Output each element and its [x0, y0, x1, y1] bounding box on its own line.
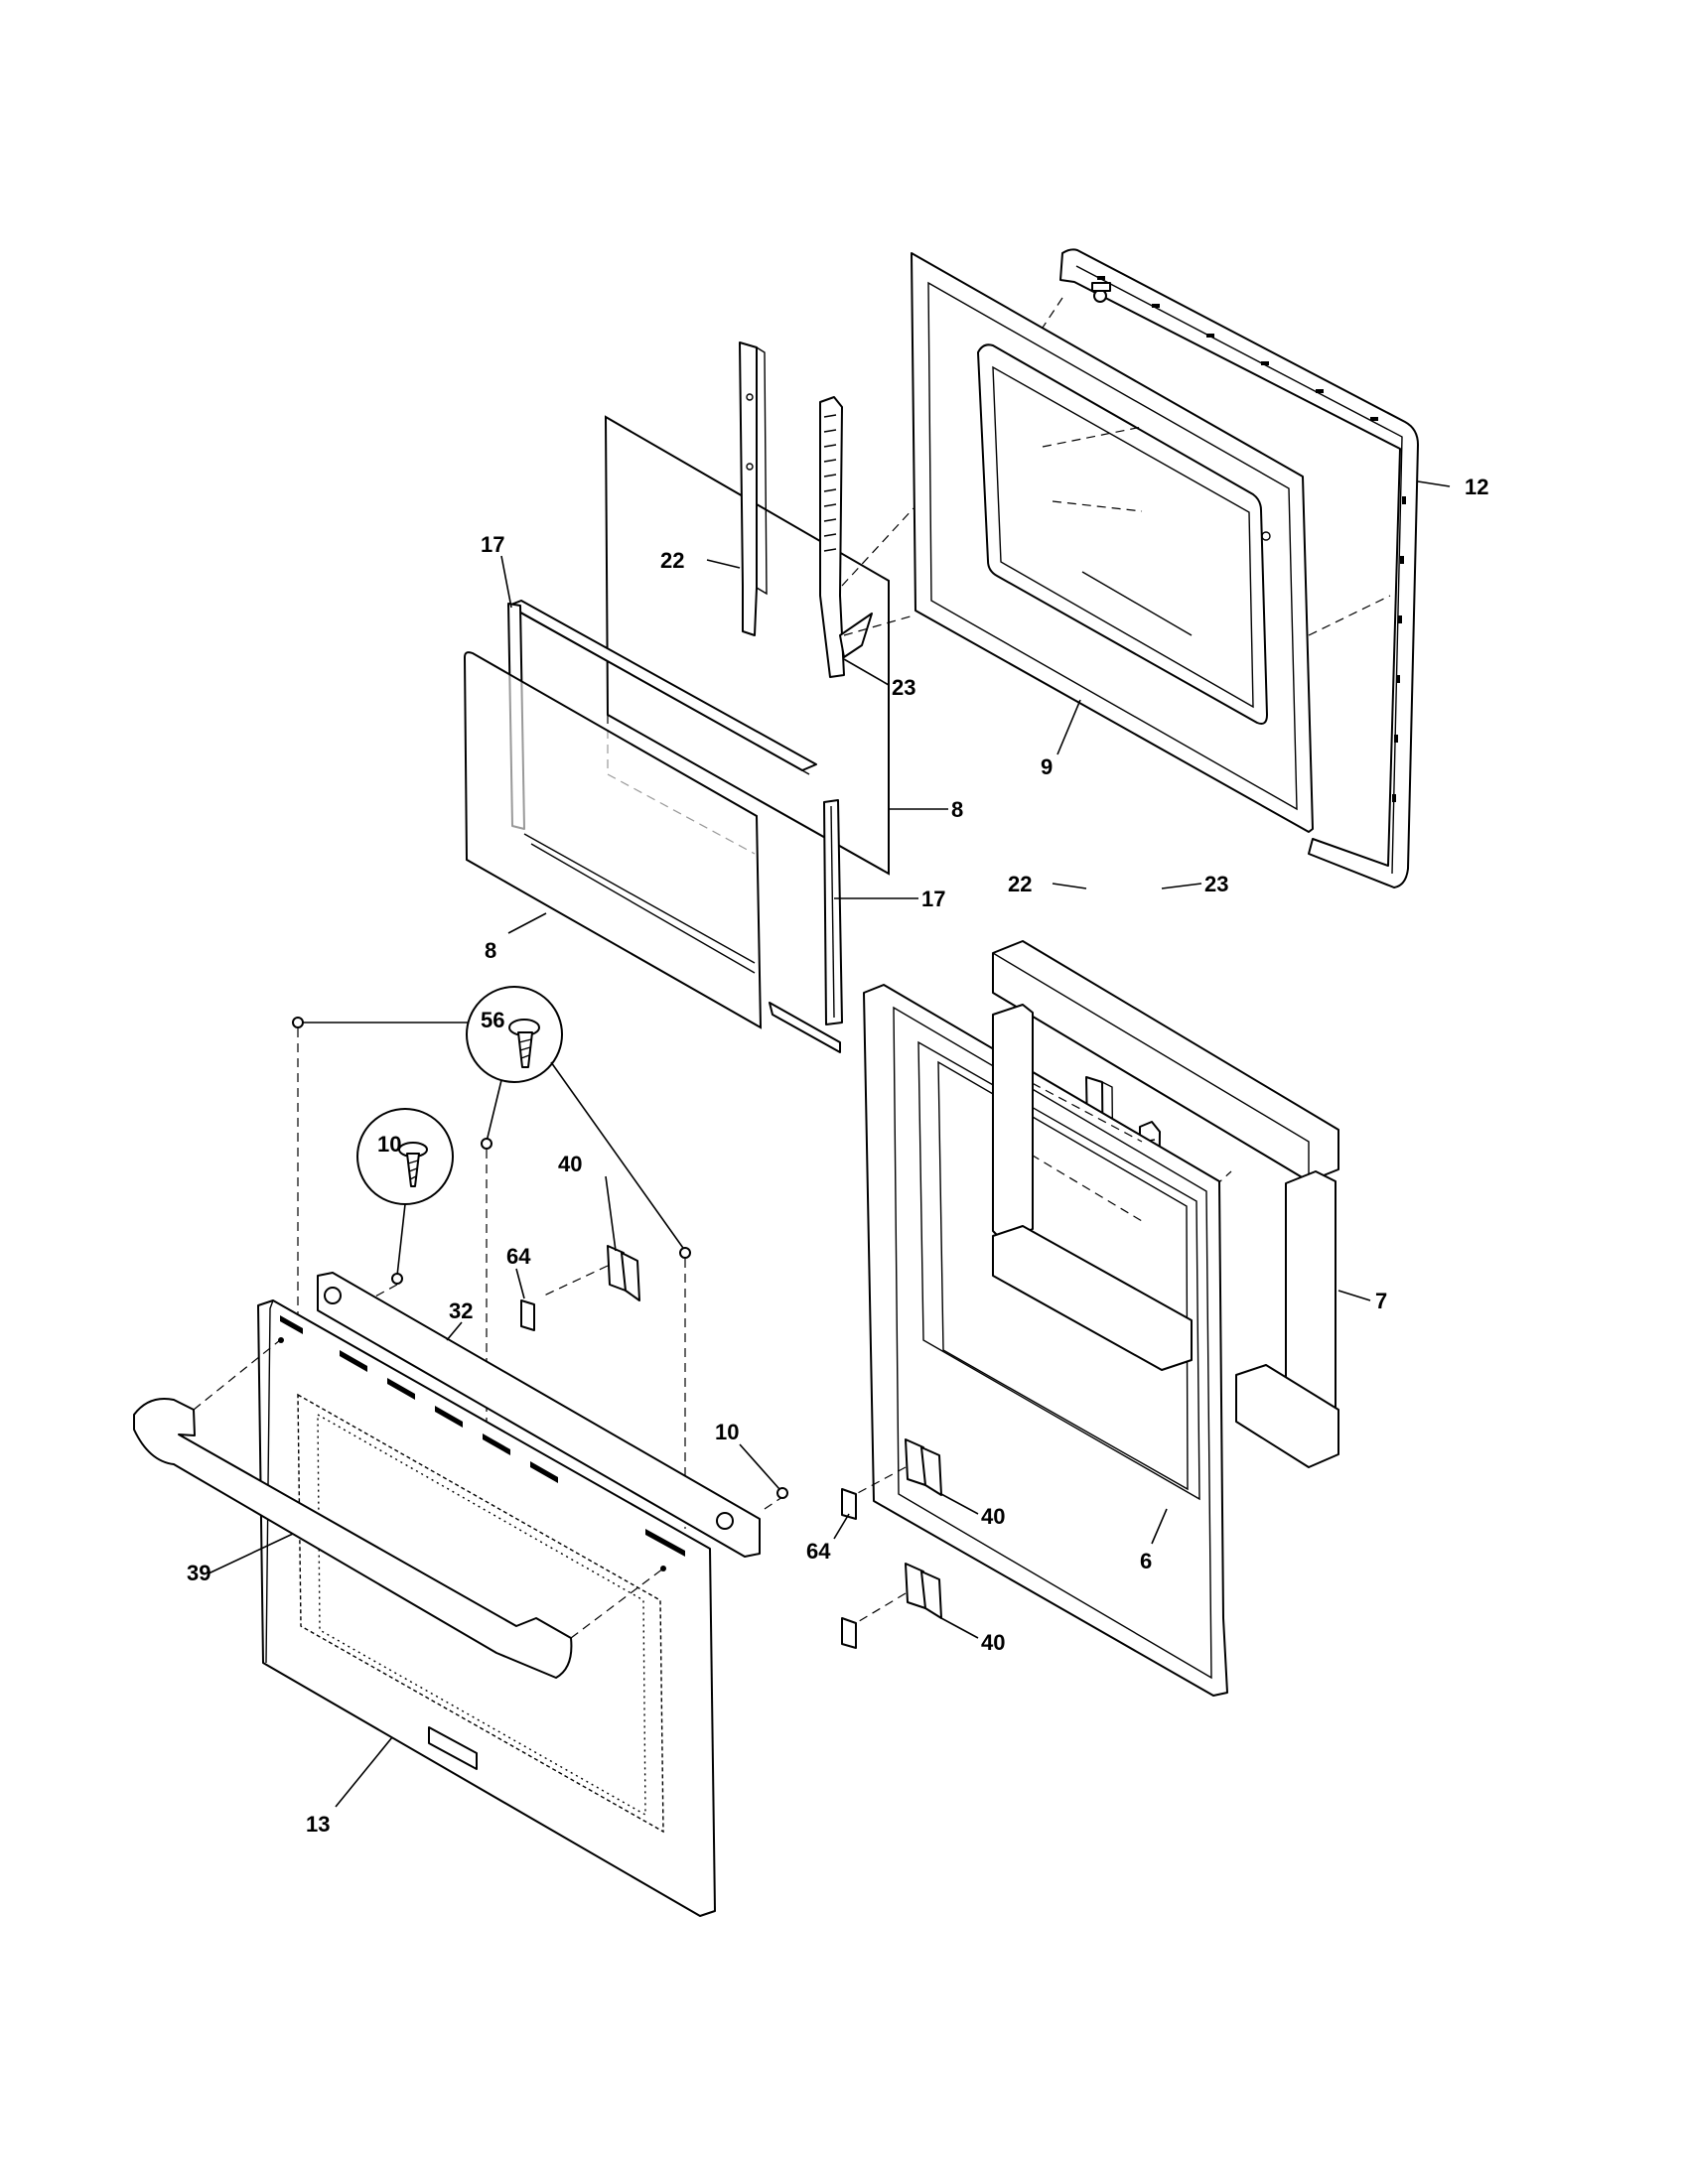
label-40-middle: 40 [981, 1504, 1005, 1529]
label-40-upper: 40 [558, 1152, 582, 1176]
leader-lines [208, 480, 1451, 1808]
label-13: 13 [306, 1812, 330, 1837]
label-64-lower: 64 [806, 1539, 831, 1564]
label-7: 7 [1375, 1289, 1387, 1313]
label-64-upper: 64 [506, 1244, 531, 1269]
part-10-screw-callout [349, 1108, 454, 1311]
part-9-door-liner [911, 252, 1314, 833]
part-64-pad-lower [841, 1617, 857, 1649]
part-64-pad-middle [841, 1488, 857, 1520]
label-8-rear: 8 [951, 797, 963, 822]
part-56-screw-callout [292, 986, 691, 1529]
label-22-upper: 22 [660, 548, 684, 573]
part-6-inner-door-panel [863, 984, 1228, 1697]
label-56: 56 [481, 1008, 504, 1032]
label-39: 39 [187, 1561, 211, 1585]
label-10-lower: 10 [715, 1420, 739, 1444]
screw-head-icon [481, 1138, 492, 1150]
label-9: 9 [1041, 754, 1053, 779]
label-32: 32 [449, 1298, 473, 1323]
part-40-clip-upper [543, 1245, 640, 1301]
label-40-lower: 40 [981, 1630, 1005, 1655]
part-17-upper-glass-channel [507, 600, 817, 775]
part-10-screw-lower [776, 1487, 788, 1499]
part-32-vent-trim [317, 1272, 783, 1558]
label-12: 12 [1465, 475, 1488, 499]
label-23-lower: 23 [1204, 872, 1228, 896]
screw-head-icon [679, 1247, 691, 1259]
part-23-hinge-upper [819, 396, 914, 678]
part-labels: 12 22 17 23 9 8 22 23 17 8 56 10 40 64 3… [187, 475, 1488, 1837]
part-39-door-handle [133, 1339, 664, 1679]
label-23-upper: 23 [892, 675, 915, 700]
part-7-insulation [992, 940, 1339, 1468]
label-17-lower: 17 [921, 887, 945, 911]
part-40-clip-lower [855, 1563, 942, 1624]
part-40-clip-middle [855, 1438, 942, 1496]
part-22-hinge-receiver-upper [739, 341, 768, 636]
label-6: 6 [1140, 1549, 1152, 1573]
part-8-front-glass [463, 651, 763, 1029]
screw-head-icon [292, 1017, 304, 1028]
label-8-front: 8 [485, 938, 496, 963]
part-64-pad-upper [520, 1299, 535, 1331]
part-12-door-gasket [1042, 248, 1419, 888]
label-10-callout: 10 [377, 1132, 401, 1157]
label-17-upper: 17 [481, 532, 504, 557]
screw-head-icon [391, 1273, 403, 1285]
label-22-lower: 22 [1008, 872, 1032, 896]
